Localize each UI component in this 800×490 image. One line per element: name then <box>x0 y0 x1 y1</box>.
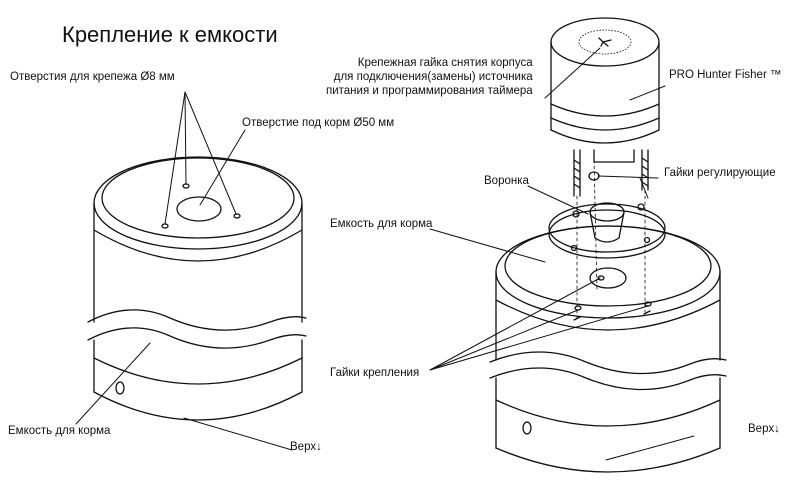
feeder-body <box>550 17 660 163</box>
label-nut-note-line1: Крепежная гайка снятия корпуса <box>357 57 533 69</box>
label-feed-hole-size: 50 мм <box>362 117 395 129</box>
label-mount-holes-text: Отверстия для крепежа <box>10 71 138 83</box>
label-fix-nuts: Гайки крепления <box>330 367 420 379</box>
arrow-down-icon: ↓ <box>316 441 322 453</box>
label-brand: PRO Hunter Fisher ™ <box>669 69 782 81</box>
threaded-rods <box>573 149 649 321</box>
label-top-right-text: Верх <box>748 423 775 435</box>
arrow-down-icon: ↓ <box>774 423 780 435</box>
right-container <box>489 225 727 473</box>
label-mount-holes-size: 8 мм <box>149 71 175 83</box>
label-container-left: Емкость для корма <box>8 425 111 437</box>
page-title: Крепление к емкости <box>62 22 278 47</box>
right-leaders <box>429 47 695 461</box>
label-top-left: Верх↓ <box>290 440 322 454</box>
label-container-right: Емкость для корма <box>330 218 433 230</box>
label-adjust-nuts: Гайки регулирующие <box>664 167 776 179</box>
label-top-left-text: Верх <box>290 441 317 453</box>
diameter-symbol: Ø <box>140 71 150 83</box>
label-nut-note-line3: питания и программирования таймера <box>326 85 533 97</box>
label-top-right: Верх↓ <box>748 422 780 436</box>
funnel-plate <box>548 202 666 259</box>
label-feed-hole-text: Отверстие под корм <box>242 117 351 129</box>
left-container <box>87 156 307 421</box>
label-nut-note: Крепежная гайка снятия корпуса для подкл… <box>326 56 533 98</box>
label-mount-holes: Отверстия для крепежа Ø8 мм <box>10 70 175 84</box>
diameter-symbol: Ø <box>353 117 363 129</box>
label-nut-note-line2: для подключения(замены) источника <box>333 71 533 83</box>
left-leaders <box>75 91 293 451</box>
label-feed-hole: Отверстие под корм Ø50 мм <box>242 116 394 130</box>
label-funnel: Воронка <box>484 175 529 187</box>
